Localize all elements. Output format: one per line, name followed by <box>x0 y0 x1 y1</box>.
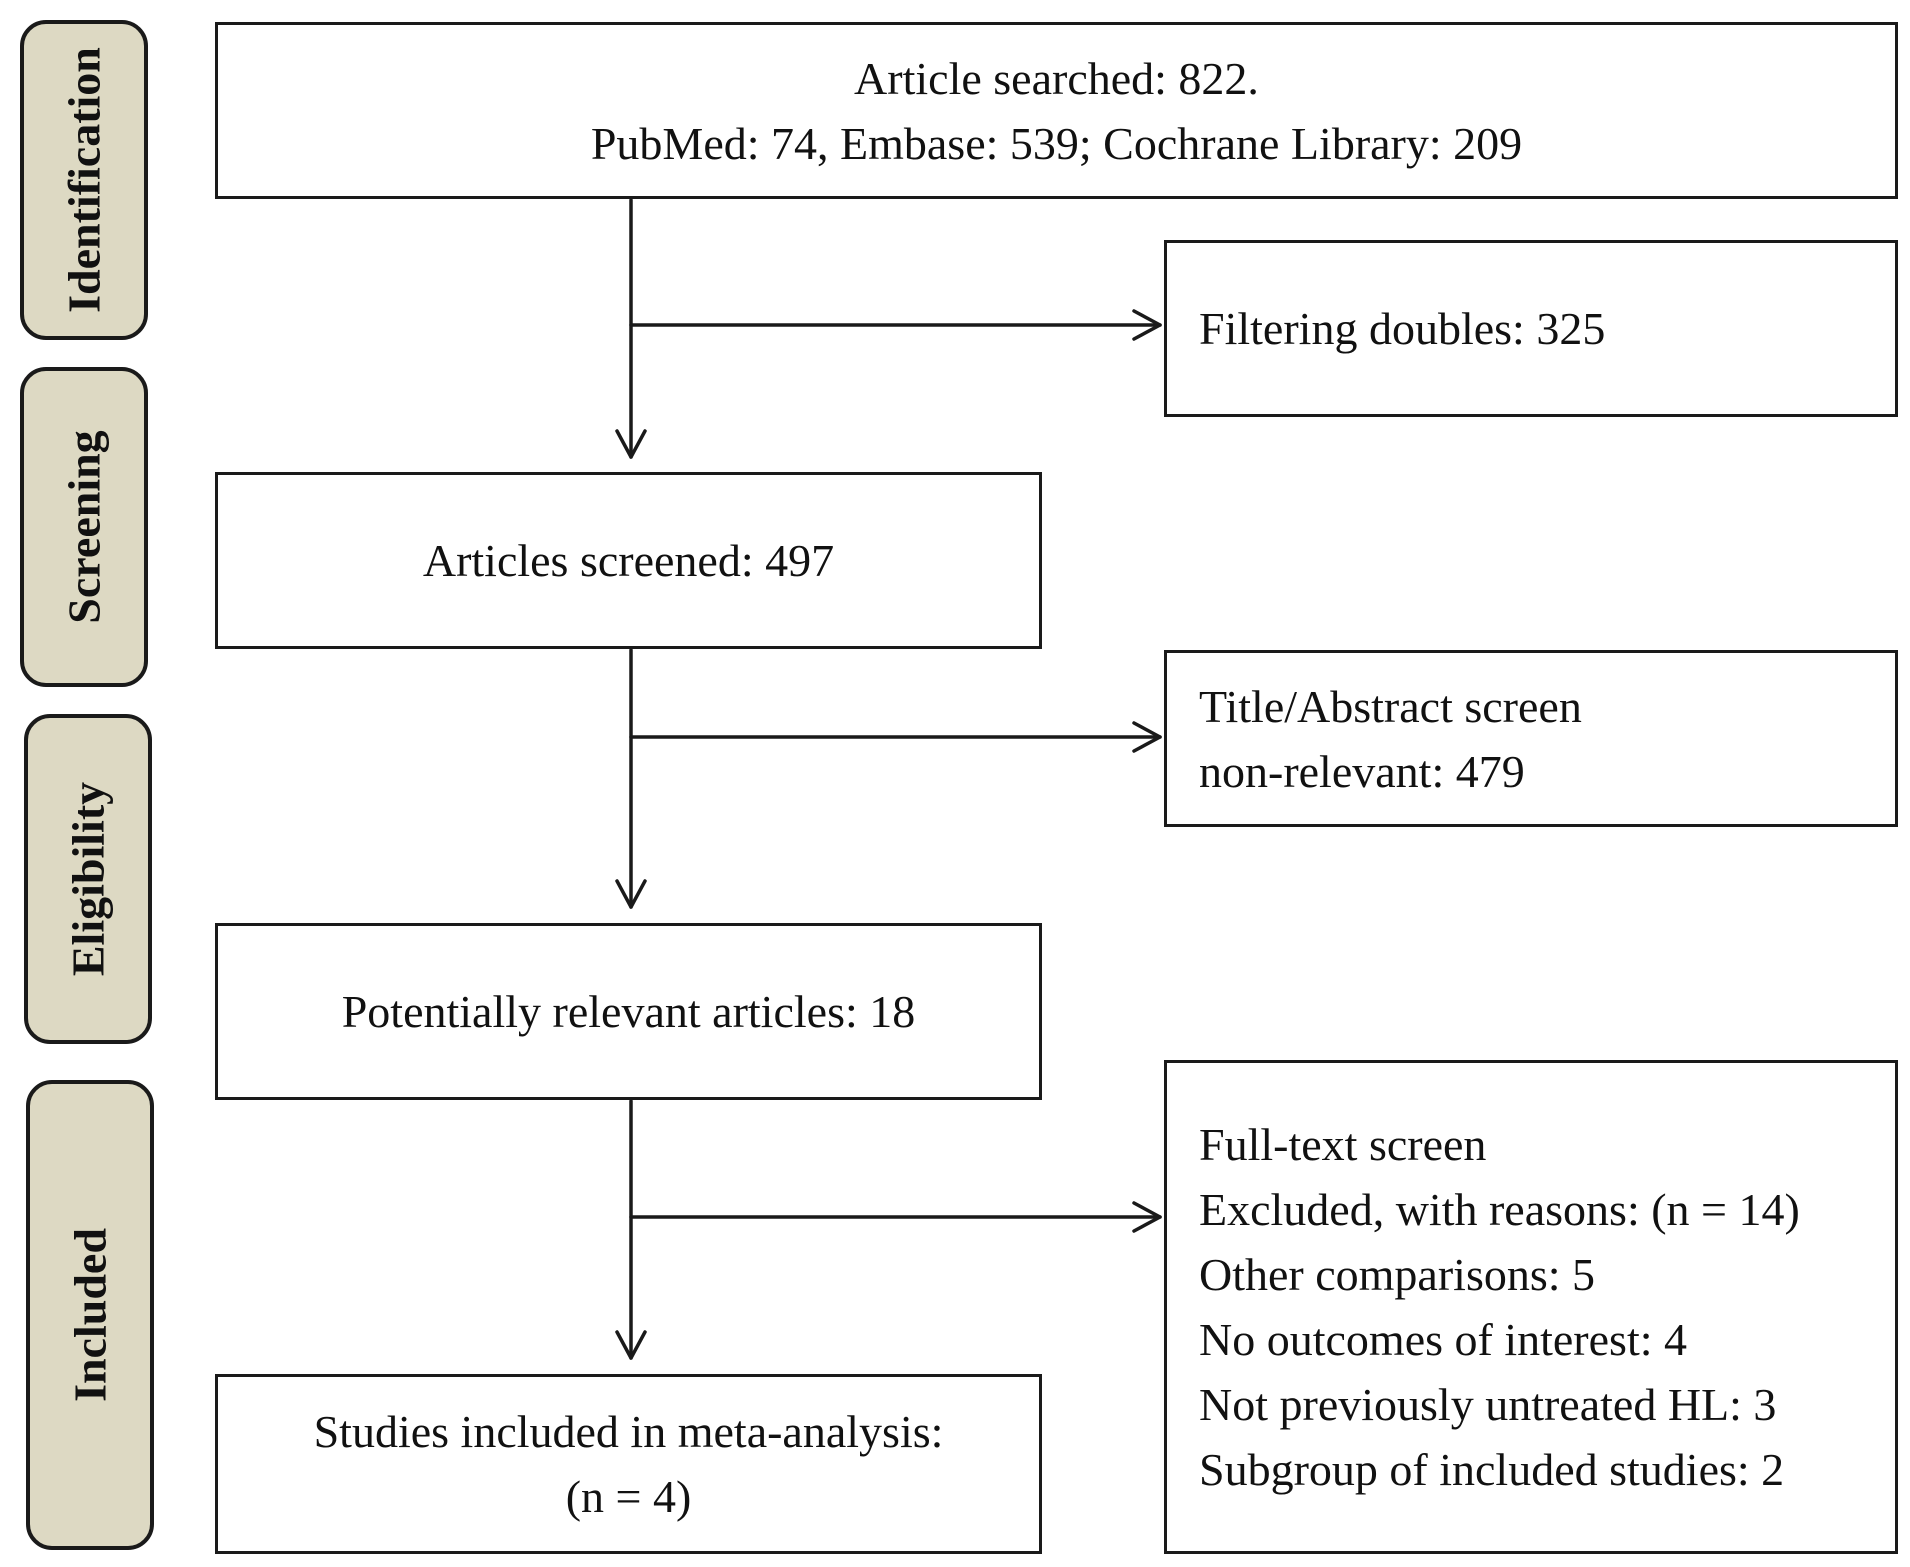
phase-identification: Identification <box>20 20 148 340</box>
arrowhead-right <box>1132 1201 1162 1233</box>
phase-included: Included <box>26 1080 154 1550</box>
box-line: Excluded, with reasons: (n = 14) <box>1199 1184 1800 1235</box>
box-line: (n = 4) <box>565 1471 692 1522</box>
arrowhead-down <box>615 429 647 459</box>
box-line: Not previously untreated HL: 3 <box>1199 1379 1777 1430</box>
box-line: Other comparisons: 5 <box>1199 1249 1596 1300</box>
box-line: Subgroup of included studies: 2 <box>1199 1444 1785 1495</box>
box-line: non-relevant: 479 <box>1199 745 1525 797</box>
phase-eligibility: Eligibility <box>24 714 152 1044</box>
box-articles-searched: Article searched: 822. PubMed: 74, Embas… <box>215 22 1898 199</box>
box-line: Articles screened: 497 <box>422 535 835 586</box>
box-line: Article searched: 822. <box>854 52 1259 104</box>
arrowhead-down <box>615 879 647 909</box>
box-line: Title/Abstract screen <box>1199 680 1582 732</box>
box-title-abstract-excluded: Title/Abstract screen non-relevant: 479 <box>1164 650 1898 827</box>
box-studies-included: Studies included in meta-analysis: (n = … <box>215 1374 1042 1554</box>
box-line: Full-text screen <box>1199 1119 1487 1170</box>
arrowhead-right <box>1132 309 1162 341</box>
box-line: Studies included in meta-analysis: <box>313 1406 944 1457</box>
box-line: PubMed: 74, Embase: 539; Cochrane Librar… <box>590 117 1523 169</box>
box-potentially-relevant: Potentially relevant articles: 18 <box>215 923 1042 1100</box>
box-fulltext-excluded: Full-text screen Excluded, with reasons:… <box>1164 1060 1898 1554</box>
box-line: No outcomes of interest: 4 <box>1199 1314 1688 1365</box>
phase-screening: Screening <box>20 367 148 687</box>
box-filtering-doubles: Filtering doubles: 325 <box>1164 240 1898 417</box>
box-line: Potentially relevant articles: 18 <box>341 986 916 1037</box>
box-line: Filtering doubles: 325 <box>1199 303 1606 354</box>
box-articles-screened: Articles screened: 497 <box>215 472 1042 649</box>
arrowhead-down <box>615 1330 647 1360</box>
arrowhead-right <box>1132 721 1162 753</box>
